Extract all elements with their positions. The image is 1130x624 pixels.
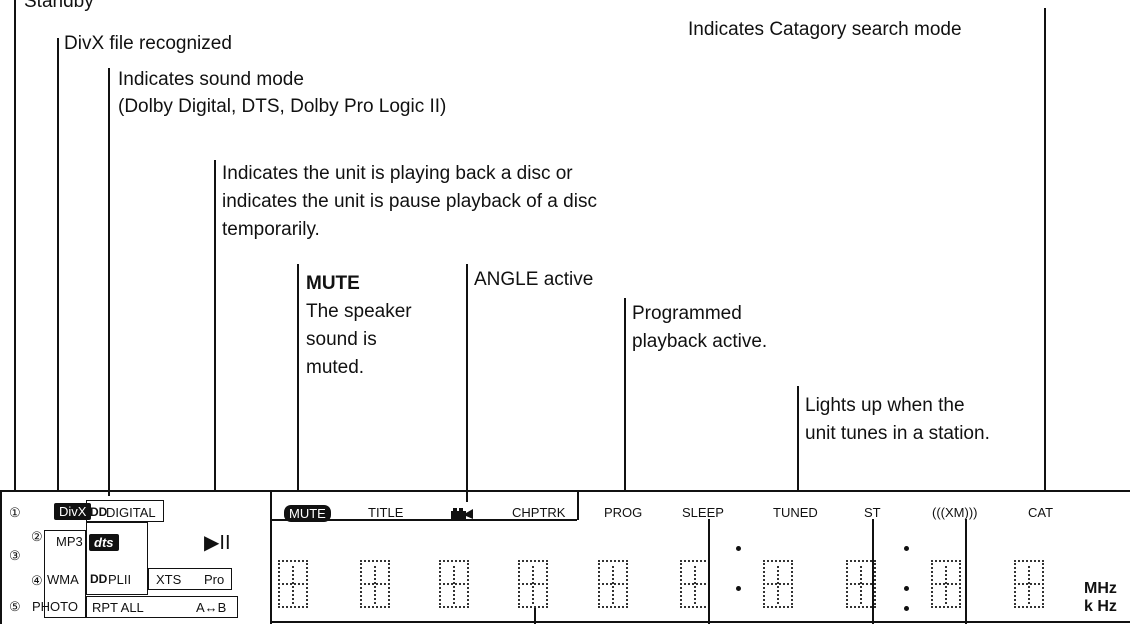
segment-area-step — [577, 490, 579, 520]
tuned-indicator: TUNED — [773, 505, 818, 520]
sleep-indicator: SLEEP — [682, 505, 724, 520]
segment-digit — [763, 560, 793, 608]
standby-callout: Standby — [24, 0, 94, 12]
prog-callout-line1: Programmed — [632, 303, 742, 324]
num-4-icon: ④ — [31, 573, 43, 588]
mute-leader-line — [297, 264, 299, 492]
pl-box — [86, 522, 148, 595]
angle-callout: ANGLE active — [474, 269, 594, 290]
colon-dot — [736, 546, 741, 551]
segment-digit — [931, 560, 961, 608]
dolby-digital-icon: DD — [90, 505, 108, 519]
colon-dot — [736, 586, 741, 591]
photo-indicator: PHOTO — [32, 599, 78, 614]
sound-mode-leader-line — [108, 68, 110, 496]
xts-indicator: XTS — [156, 572, 182, 587]
catagory-callout: Indicates Catagory search mode — [688, 19, 962, 40]
st-indicator: ST — [864, 505, 881, 520]
divx-indicator: DivX — [54, 503, 92, 520]
standby-leader-line — [14, 0, 16, 492]
dts-indicator: dts — [89, 534, 119, 551]
segment-digit — [598, 560, 628, 608]
segment-digit — [439, 560, 469, 608]
segment-digit — [846, 560, 876, 608]
display-left-border — [0, 490, 2, 624]
play-leader-line — [214, 160, 216, 490]
cat-leader-line — [1044, 8, 1046, 492]
digital-indicator: DIGITAL — [106, 505, 156, 520]
chp-trk-indicator: CHPTRK — [512, 505, 566, 520]
tuned-callout-line1: Lights up when the — [805, 395, 965, 416]
play-callout-line3: temporarily. — [222, 219, 320, 240]
segment-area-left-border — [270, 490, 272, 624]
tuned-callout-line2: unit tunes in a station. — [805, 423, 990, 444]
xm-lower-leader — [965, 519, 967, 624]
segment-digit — [1014, 560, 1044, 608]
khz-indicator: k Hz — [1084, 598, 1117, 615]
title-indicator: TITLE — [368, 505, 404, 520]
colon-dot — [904, 546, 909, 551]
mute-callout-title: MUTE — [306, 273, 360, 294]
rpt-all-indicator: RPT ALL — [92, 600, 144, 615]
mhz-indicator: MHz — [1084, 580, 1117, 597]
tuned-leader-line — [797, 386, 799, 491]
play-callout-line1: Indicates the unit is playing back a dis… — [222, 163, 573, 184]
segment-digit — [518, 560, 548, 608]
wma-indicator: WMA — [47, 572, 79, 587]
display-bottom-border — [270, 621, 1130, 623]
sleep-lower-leader — [708, 519, 710, 624]
angle-leader-line — [466, 264, 468, 502]
divx-callout: DivX file recognized — [64, 33, 232, 54]
xts-box — [148, 568, 232, 590]
num-3-icon: ③ — [9, 548, 21, 563]
mute-callout-line1: The speaker — [306, 301, 412, 322]
sound-mode-callout-line1: Indicates sound mode — [118, 69, 304, 90]
prog-callout-line2: playback active. — [632, 331, 768, 352]
prog-leader-line — [624, 298, 626, 490]
num-2-icon: ② — [31, 529, 43, 544]
mute-callout-line2: sound is — [306, 329, 377, 350]
display-top-border — [0, 490, 1130, 492]
chp-trk-lower-leader — [534, 608, 536, 624]
a-b-indicator: A↔B — [196, 600, 227, 615]
digital-box — [86, 500, 164, 522]
prog-indicator: PROG — [604, 505, 643, 520]
xm-indicator: (((XM))) — [932, 505, 978, 520]
segment-digit — [278, 560, 308, 608]
sound-mode-callout-line2: (Dolby Digital, DTS, Dolby Pro Logic II) — [118, 96, 447, 117]
camera-icon — [450, 507, 474, 525]
play-callout-line2: indicates the unit is pause playback of … — [222, 191, 597, 212]
decimal-dot — [904, 606, 909, 611]
divx-leader-line — [57, 38, 59, 492]
num-5-icon: ⑤ — [9, 599, 21, 614]
segment-digit — [680, 560, 710, 608]
st-lower-leader — [872, 519, 874, 624]
segment-digit — [360, 560, 390, 608]
mp3-indicator: MP3 — [56, 534, 83, 549]
colon-dot — [904, 586, 909, 591]
pro-indicator: Pro — [204, 572, 225, 587]
mute-indicator: MUTE — [284, 505, 331, 522]
mute-callout-line3: muted. — [306, 357, 365, 378]
pl2-indicator: PLII — [108, 572, 132, 587]
rpt-box — [86, 596, 238, 618]
cat-indicator: CAT — [1028, 505, 1054, 520]
dolby-pl-icon: DD — [90, 572, 108, 586]
num-1-icon: ① — [9, 505, 21, 520]
play-pause-icon: ▶II — [204, 532, 231, 554]
segment-area-top-border — [270, 519, 577, 521]
codec-box — [44, 530, 86, 618]
